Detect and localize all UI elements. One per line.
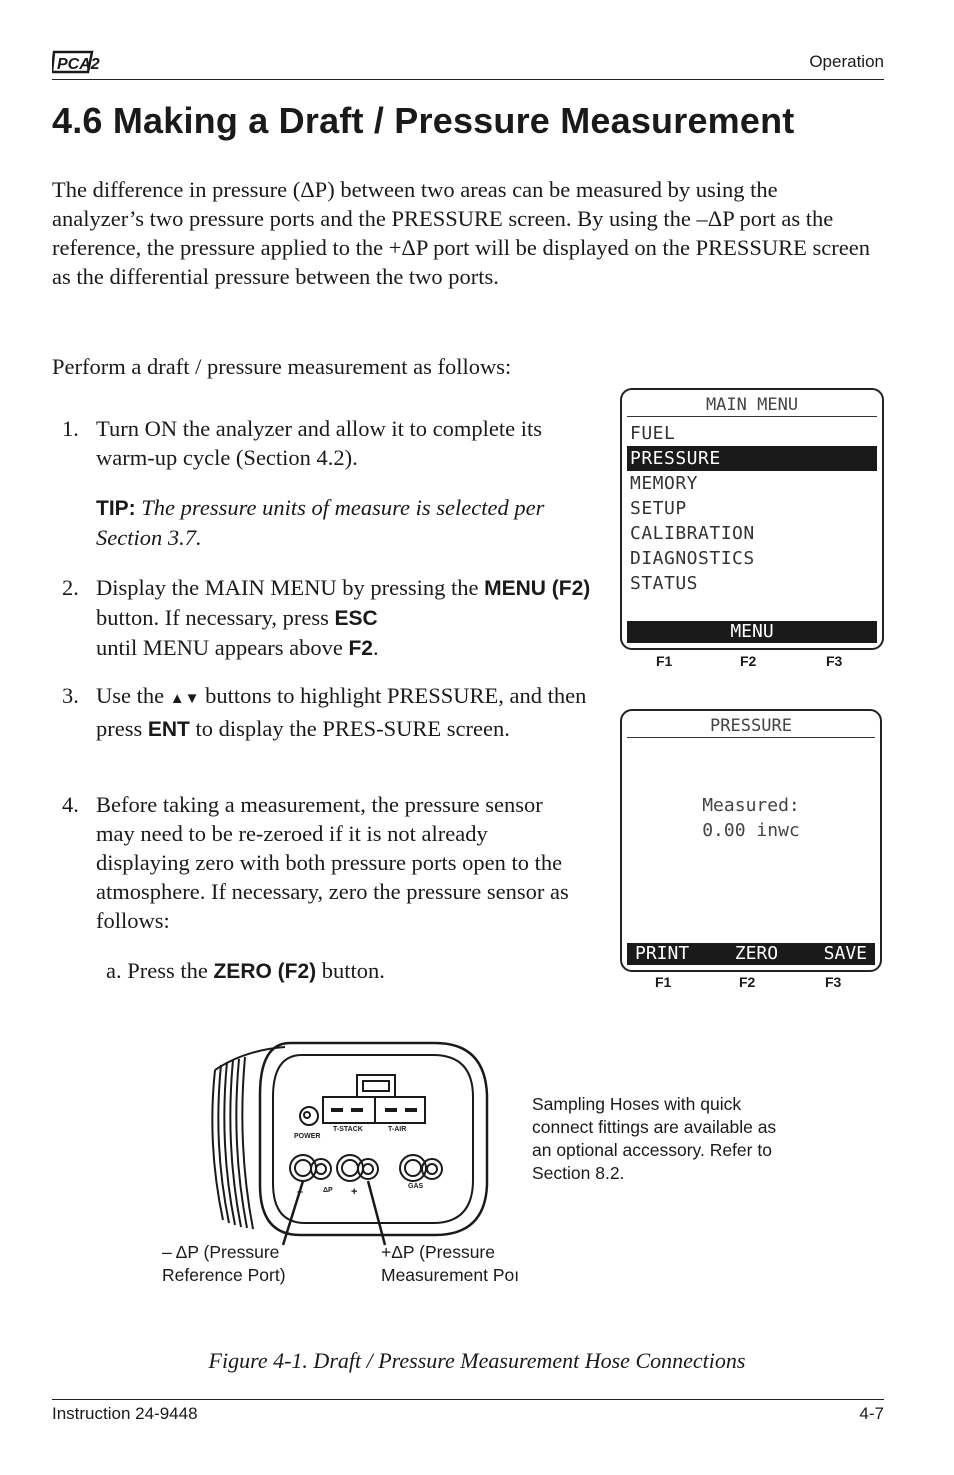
screen-title: MAIN MENU bbox=[627, 395, 877, 417]
intro-paragraph: The difference in pressure (ΔP) between … bbox=[52, 177, 870, 289]
delta-p-label: ΔP bbox=[323, 1187, 333, 1194]
menu-softkey-label: MENU bbox=[730, 621, 774, 642]
step-text: Before taking a measurement, the pressur… bbox=[96, 792, 569, 933]
save-softkey-label: SAVE bbox=[823, 943, 867, 964]
softkey-bar: MENU bbox=[627, 621, 877, 643]
menu-item-memory: MEMORY bbox=[630, 473, 699, 494]
section-label: Operation bbox=[809, 52, 884, 71]
menu-item-calibration: CALIBRATION bbox=[630, 523, 755, 544]
main-menu-screen: MAIN MENU FUEL PRESSURE MEMORY SETUP CAL… bbox=[620, 388, 884, 650]
t-air-label: T-AIR bbox=[388, 1126, 406, 1133]
step-text: buttons to highlight PRESSURE, and then … bbox=[96, 683, 587, 741]
perform-instruction: Perform a draft / pressure measurement a… bbox=[52, 354, 512, 379]
minus-label: – bbox=[297, 1186, 303, 1198]
fkey-f2-label: F2 bbox=[740, 653, 757, 669]
fkey-f1-label: F1 bbox=[655, 974, 672, 990]
port-label-line: – ΔP (Pressure bbox=[162, 1242, 280, 1262]
menu-list: FUEL PRESSURE MEMORY SETUP CALIBRATION D… bbox=[627, 421, 877, 596]
pca2-logo: PCA2 bbox=[52, 50, 100, 74]
measured-label: Measured: bbox=[702, 795, 800, 816]
plus-port-label: +ΔP (Pressure Measurement Poı bbox=[381, 1241, 533, 1287]
step-text: button. bbox=[316, 958, 385, 983]
header-divider bbox=[52, 79, 884, 80]
step-number: 3. bbox=[62, 683, 79, 708]
page-number: 4-7 bbox=[859, 1404, 884, 1423]
print-softkey-label: PRINT bbox=[635, 943, 690, 964]
pressure-readout: Measured: 0.00 inwc bbox=[622, 793, 880, 843]
menu-item-setup: SETUP bbox=[630, 498, 687, 519]
port-label-line: Reference Port) bbox=[162, 1265, 286, 1285]
menu-key: MENU (F2) bbox=[484, 577, 591, 600]
minus-port-label: – ΔP (Pressure Reference Port) bbox=[162, 1241, 286, 1287]
t-stack-label: T-STACK bbox=[333, 1126, 363, 1133]
step-text: Use the bbox=[96, 683, 170, 708]
page-title: 4.6 Making a Draft / Pressure Measuremen… bbox=[52, 100, 795, 141]
pressure-screen: PRESSURE Measured: 0.00 inwc PRINT ZERO … bbox=[620, 709, 882, 972]
menu-item-diagnostics: DIAGNOSTICS bbox=[630, 548, 755, 569]
step-number: 1. bbox=[62, 416, 79, 441]
fkey-f3-label: F3 bbox=[826, 653, 843, 669]
figure-caption: Figure 4-1. Draft / Pressure Measurement… bbox=[208, 1348, 746, 1373]
hose-accessory-note: Sampling Hoses with quick connect fittin… bbox=[532, 1094, 777, 1183]
step-text: Display the MAIN MENU by pressing the bbox=[96, 575, 485, 600]
tip-label: TIP: bbox=[96, 497, 136, 520]
ent-key: ENT bbox=[147, 718, 190, 741]
step-text: until MENU appears above bbox=[96, 635, 349, 660]
softkey-bar: PRINT ZERO SAVE bbox=[627, 943, 875, 965]
step-number: 4. bbox=[62, 792, 79, 817]
zero-softkey-label: ZERO bbox=[734, 943, 779, 964]
step-text: a. Press the bbox=[106, 958, 214, 983]
power-label: POWER bbox=[294, 1133, 320, 1140]
plus-label: + bbox=[351, 1186, 357, 1198]
fkey-f1-label: F1 bbox=[656, 653, 673, 669]
footer-divider bbox=[52, 1399, 884, 1400]
up-down-arrows-icon: ▲▼ bbox=[169, 691, 200, 707]
menu-item-fuel: FUEL bbox=[630, 423, 676, 444]
menu-item-pressure: PRESSURE bbox=[627, 446, 877, 471]
esc-key: ESC bbox=[334, 607, 378, 630]
step-text: Turn ON the analyzer and allow it to com… bbox=[96, 416, 542, 470]
port-label-line: Measurement Poı bbox=[381, 1265, 520, 1285]
instruction-number: Instruction 24-9448 bbox=[52, 1404, 198, 1423]
step-text: button. If necessary, press bbox=[96, 605, 335, 630]
zero-key: ZERO (F2) bbox=[213, 960, 317, 983]
tip-text: The pressure units of measure is selecte… bbox=[96, 495, 545, 550]
f2-key: F2 bbox=[348, 637, 373, 660]
step-text: to display the PRES-SURE screen. bbox=[189, 716, 510, 741]
screen-title: PRESSURE bbox=[627, 716, 875, 738]
step-number: 2. bbox=[62, 575, 79, 600]
step-text: . bbox=[372, 635, 379, 660]
logo-text: PCA2 bbox=[57, 56, 100, 73]
port-label-line: +ΔP (Pressure bbox=[381, 1242, 495, 1262]
measured-value: 0.00 inwc bbox=[702, 820, 800, 841]
fkey-f2-label: F2 bbox=[739, 974, 756, 990]
step-4a: a. Press the ZERO (F2) button. bbox=[106, 956, 385, 986]
analyzer-connector-panel-illustration: T-STACK T-AIR POWER ΔP – + GAS bbox=[211, 1041, 489, 1246]
fkey-f3-label: F3 bbox=[825, 974, 842, 990]
menu-item-status: STATUS bbox=[630, 573, 699, 594]
gas-label: GAS bbox=[408, 1183, 424, 1190]
